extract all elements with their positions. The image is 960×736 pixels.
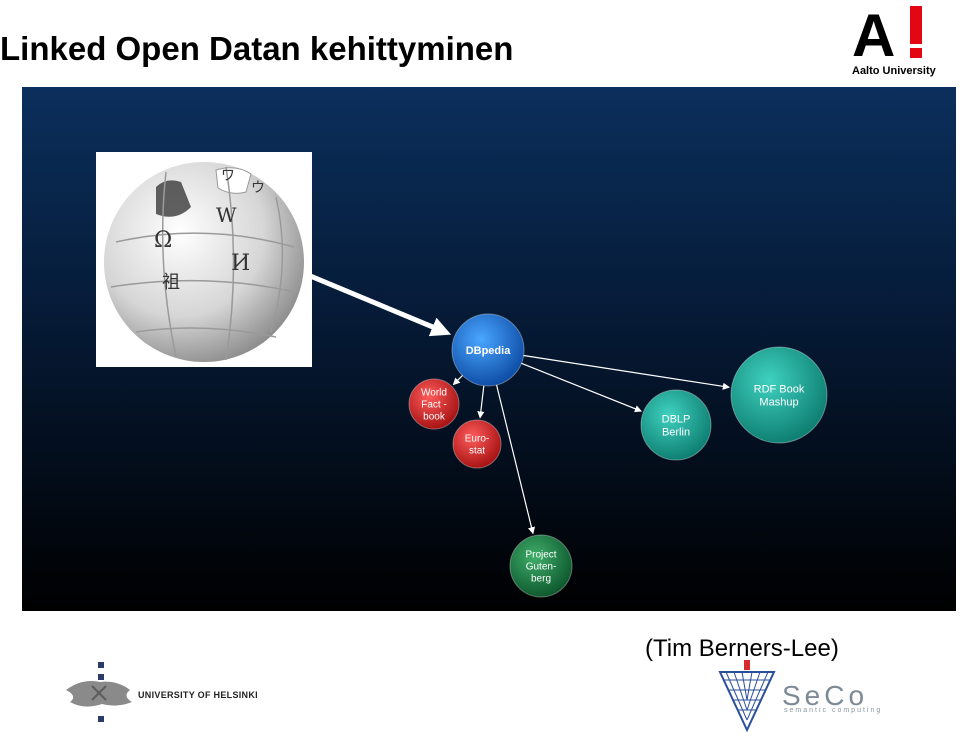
node-label-dblp-1: Berlin	[662, 426, 690, 438]
svg-text:ウ: ウ	[251, 180, 265, 196]
aalto-logo: A	[852, 2, 922, 69]
node-label-dbpedia-0: DBpedia	[466, 345, 512, 357]
credit-text: (Tim Berners-Lee)	[645, 635, 839, 662]
node-label-eurostat-1: stat	[469, 446, 485, 457]
node-label-rdfbook-0: RDF Book	[754, 383, 805, 395]
node-label-gutenberg-2: berg	[531, 574, 551, 585]
svg-text:祖: 祖	[162, 272, 180, 293]
node-eurostat: Euro-stat	[452, 419, 502, 469]
node-label-gutenberg-1: Guten-	[526, 562, 557, 573]
svg-text:И: И	[231, 251, 250, 276]
svg-text:W: W	[216, 203, 237, 227]
wikipedia-logo: Ω W И 祖 ワ ウ	[96, 152, 312, 367]
edge-dbpedia-dblp	[521, 362, 643, 413]
seco-logo	[718, 660, 776, 732]
edge-dbpedia-worldfactbook	[452, 375, 463, 386]
seco-tagline: semantic computing	[784, 707, 883, 714]
seco-name: SeCo	[782, 680, 869, 711]
node-label-gutenberg-0: Project	[525, 550, 556, 561]
node-label-worldfactbook-2: book	[423, 412, 446, 423]
svg-text:ワ: ワ	[221, 168, 235, 184]
node-dbpedia: DBpedia	[451, 313, 525, 387]
slide-title: Linked Open Datan kehittyminen	[0, 30, 514, 67]
node-label-dblp-0: DBLP	[662, 413, 691, 425]
node-label-rdfbook-1: Mashup	[759, 396, 798, 408]
node-label-worldfactbook-0: World	[421, 388, 447, 399]
edge-dbpedia-eurostat	[477, 385, 485, 419]
node-label-worldfactbook-1: Fact -	[421, 400, 447, 411]
edge-wikipedia-dbpedia	[284, 263, 452, 337]
svg-text:Ω: Ω	[154, 228, 172, 253]
helsinki-logo	[66, 662, 132, 722]
helsinki-name: UNIVERSITY OF HELSINKI	[138, 690, 258, 700]
edge-dbpedia-rdfbook	[523, 354, 731, 390]
wikipedia-puzzle-globe-icon	[104, 162, 304, 362]
svg-text:A: A	[852, 2, 895, 69]
aalto-university-name: Aalto University	[852, 65, 936, 77]
edge-dbpedia-gutenberg	[495, 384, 536, 535]
node-label-eurostat-0: Euro-	[465, 434, 489, 445]
